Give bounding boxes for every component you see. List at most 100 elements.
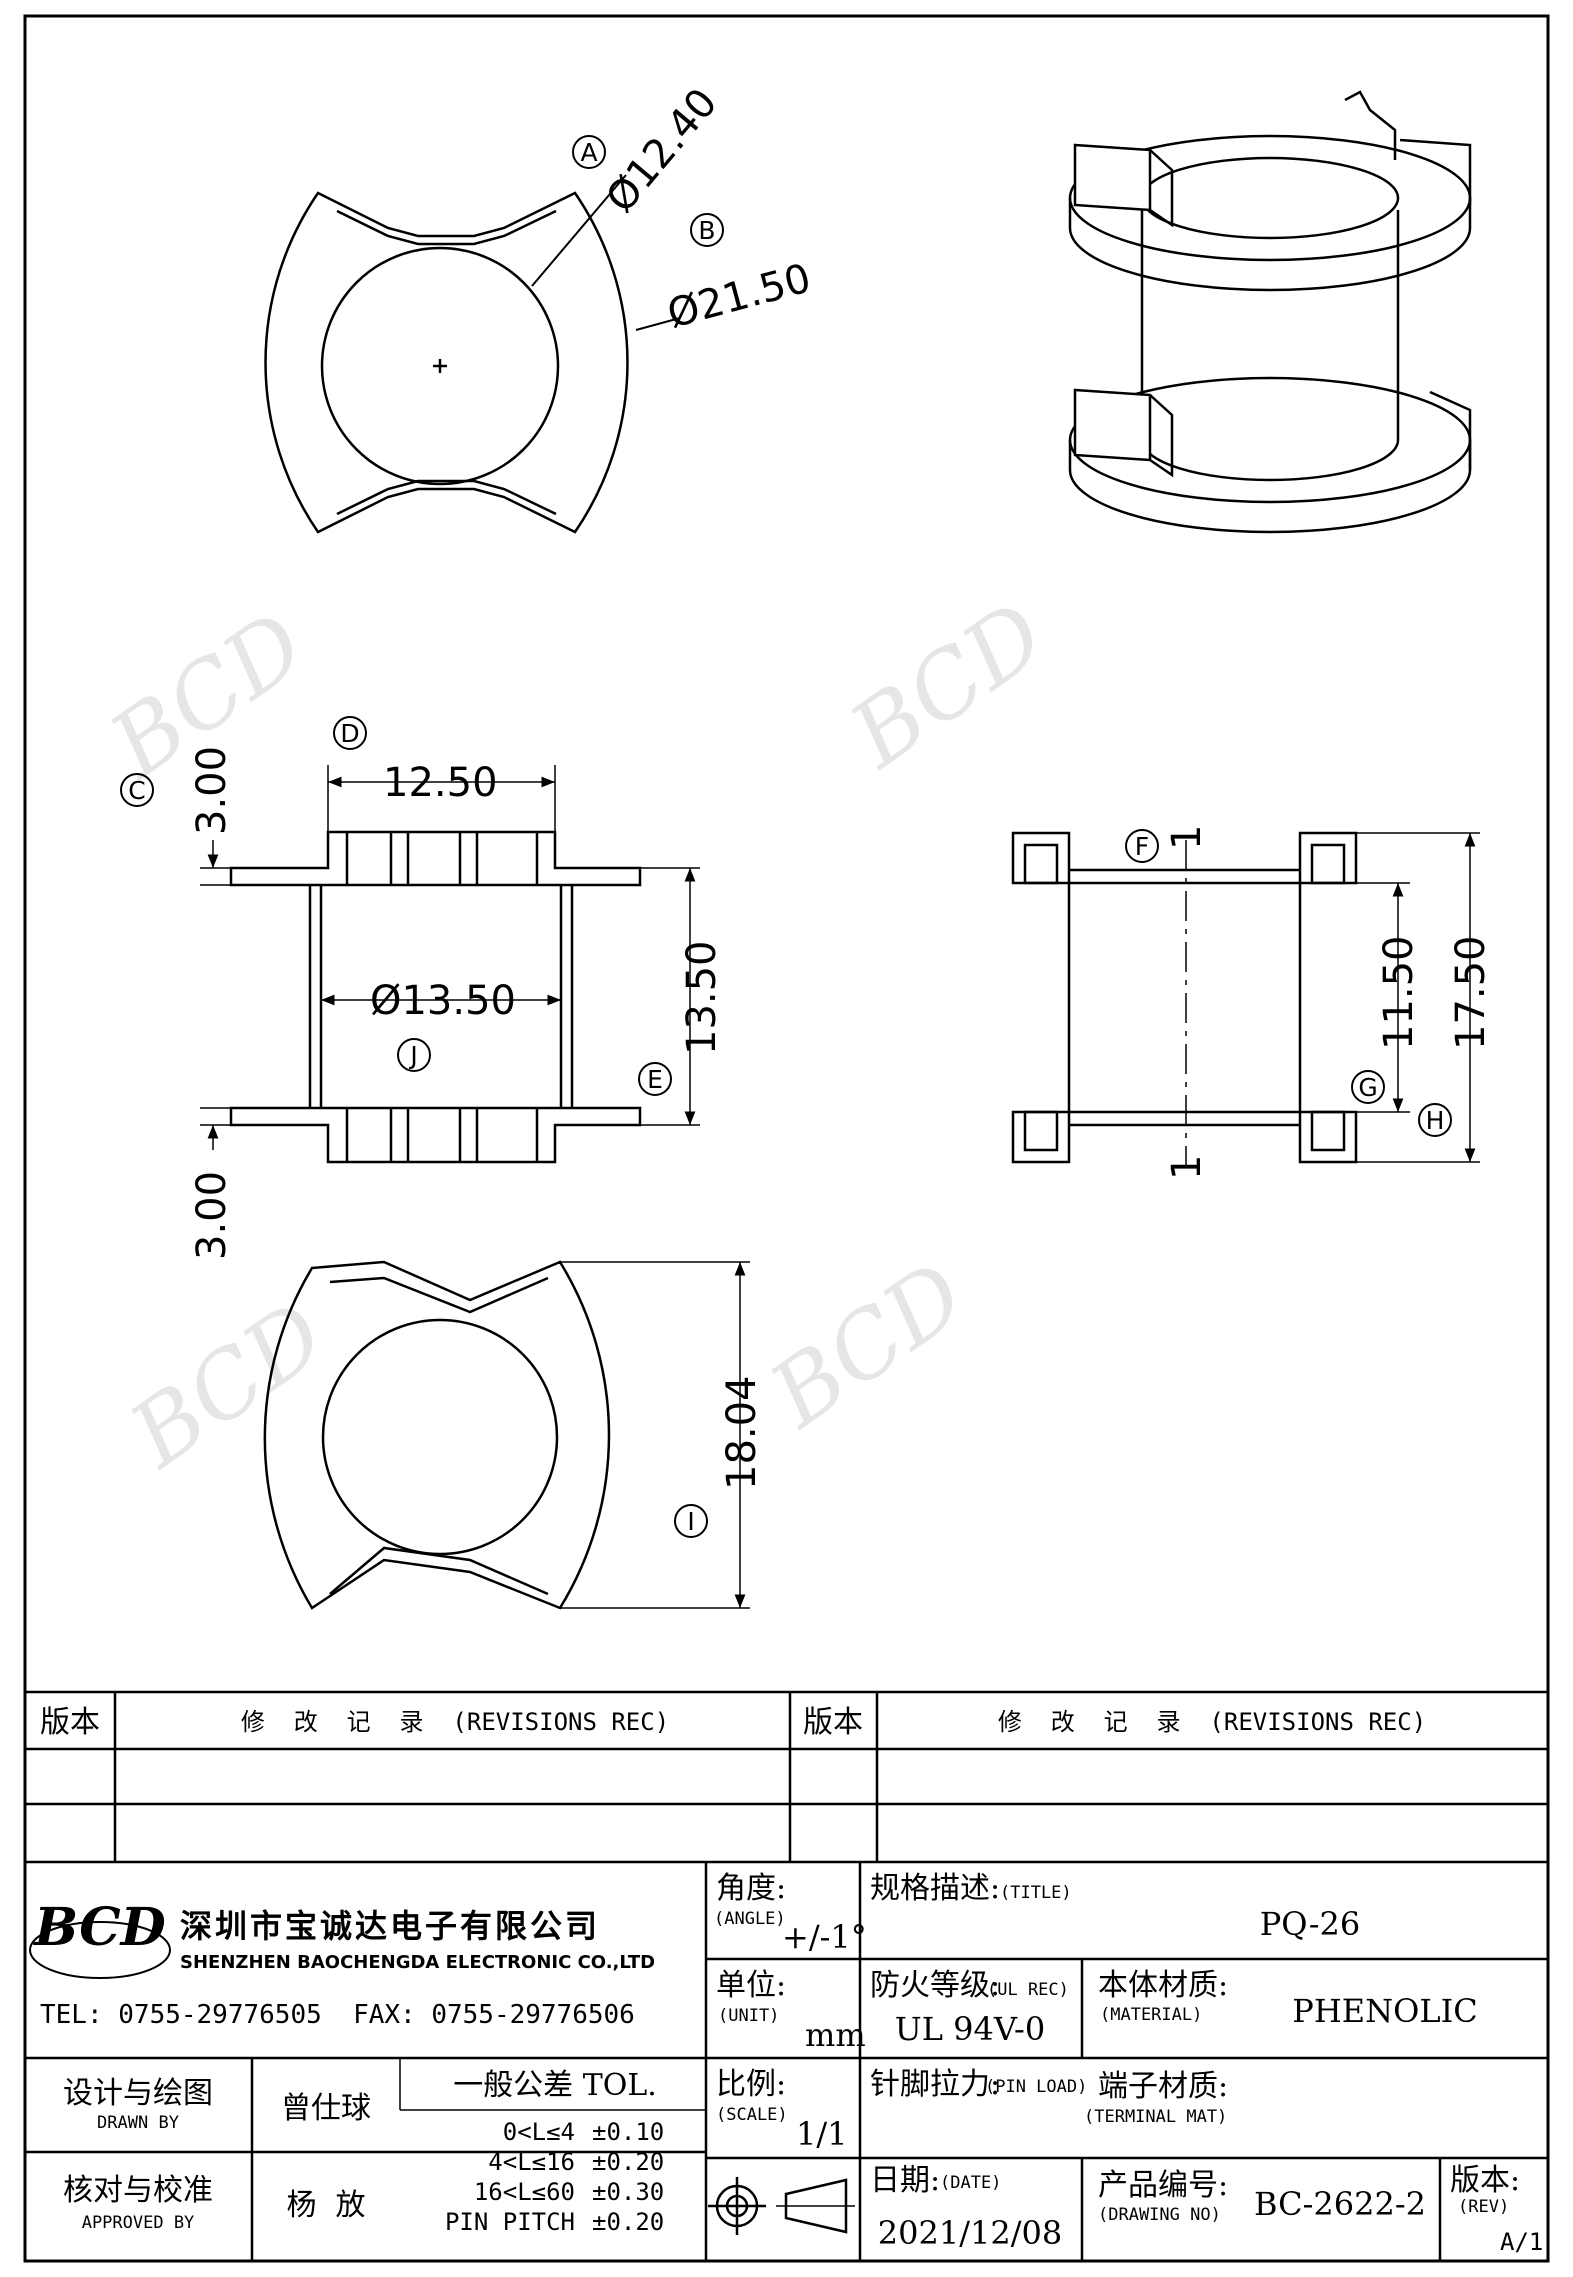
svg-text:F: F — [1135, 832, 1149, 861]
company-logo-text: BCD — [32, 1897, 165, 1958]
tolerance-value: ±0.10 — [592, 2118, 664, 2146]
callout-b: B — [690, 213, 724, 247]
tolerance-value: ±0.30 — [592, 2178, 664, 2206]
front-view-bottom-flange — [229, 1106, 642, 1164]
drawn-label-en: DRAWN BY — [97, 2113, 179, 2133]
callouts: A B C D E F G H I J — [120, 135, 1452, 1538]
watermark: BCD — [751, 1242, 984, 1449]
callout-d: D — [333, 716, 367, 750]
tolerance-value: ±0.20 — [592, 2208, 664, 2236]
company-name-en: SHENZHEN BAOCHENGDA ELECTRONIC CO.,LTD — [180, 1952, 655, 1973]
svg-text:G: G — [1358, 1073, 1377, 1102]
svg-text:E: E — [647, 1065, 663, 1094]
drawing-no-value: BC-2622-2 — [1254, 2185, 1426, 2223]
date-label: 日期: — [870, 2163, 940, 2198]
angle-value: +/-1° — [782, 1918, 867, 1956]
title-label-en: (TITLE) — [1000, 1883, 1072, 1903]
dim-side-inner: 11.50 — [1376, 935, 1422, 1050]
dim-section-top: 1 — [1164, 825, 1210, 850]
ul-value: UL 94V-0 — [895, 2010, 1045, 2048]
pin-load-label: 针脚拉力: — [870, 2067, 1000, 2102]
title-label: 规格描述: — [870, 1871, 1000, 1906]
front-view — [200, 765, 700, 1164]
dim-outer-dia: Ø21.50 — [663, 255, 816, 337]
scale-label-en: (SCALE) — [716, 2105, 788, 2125]
ul-label-en: (UL REC) — [987, 1980, 1069, 2000]
callout-f: F — [1125, 829, 1159, 863]
drawn-label: 设计与绘图 — [63, 2076, 213, 2111]
top-view-outline — [264, 191, 629, 534]
approved-value: 杨 放 — [286, 2188, 365, 2223]
tolerance-range: PIN PITCH — [445, 2208, 575, 2236]
dim-height: 13.50 — [679, 940, 725, 1055]
side-view — [1011, 831, 1480, 1165]
material-label-en: (MATERIAL) — [1100, 2005, 1202, 2025]
unit-label: 单位: — [716, 1968, 786, 2003]
bottom-view-bore — [321, 1318, 559, 1556]
date-value: 2021/12/08 — [878, 2214, 1062, 2252]
svg-text:A: A — [580, 138, 597, 167]
tolerance-value: ±0.20 — [592, 2148, 664, 2176]
callout-j: J — [397, 1038, 431, 1072]
terminal-label: 端子材质: — [1098, 2069, 1228, 2104]
unit-value: mm — [805, 2016, 866, 2054]
svg-text:B: B — [698, 216, 715, 245]
drawing-no-label-en: (DRAWING NO) — [1098, 2205, 1221, 2225]
dim-top-thk: 3.00 — [189, 746, 235, 835]
company-name-cn: 深圳市宝诚达电子有限公司 — [180, 1907, 600, 1945]
material-label: 本体材质: — [1098, 1968, 1228, 2003]
sheet-border — [23, 14, 1550, 2263]
ul-label: 防火等级: — [870, 1968, 1000, 2003]
top-view-bore — [320, 246, 560, 486]
watermark-group: BCD BCD BCD BCD — [91, 582, 1064, 1489]
pin-load-label-en: (PIN LOAD) — [985, 2077, 1087, 2097]
title-block — [25, 1690, 1548, 2261]
dim-bottom-width: 18.04 — [719, 1375, 765, 1490]
callout-c: C — [120, 773, 154, 807]
tolerance-range: 0<L≤4 — [503, 2118, 575, 2146]
svg-text:I: I — [687, 1507, 694, 1536]
watermark: BCD — [111, 1282, 344, 1489]
svg-text:H: H — [1426, 1106, 1445, 1135]
tolerance-title: 一般公差 TOL. — [453, 2068, 657, 2103]
rev-value: A/1 — [1500, 2228, 1543, 2256]
approved-label: 核对与校准 — [63, 2173, 213, 2208]
rev-title-right: 修 改 记 录 (REVISIONS REC) — [998, 1708, 1426, 1736]
dim-side-outer: 17.50 — [1448, 935, 1494, 1050]
watermark: BCD — [831, 582, 1064, 789]
dim-flange-width: 12.50 — [383, 760, 498, 806]
front-view-top-flange — [229, 830, 642, 887]
svg-text:C: C — [128, 776, 145, 805]
material-value: PHENOLIC — [1292, 1992, 1477, 2030]
title-value: PQ-26 — [1260, 1905, 1360, 1943]
callout-e: E — [638, 1062, 672, 1096]
rev-label-en: (REV) — [1458, 2197, 1509, 2217]
bottom-view — [263, 1260, 750, 1610]
unit-label-en: (UNIT) — [718, 2006, 779, 2026]
tolerance-range: 16<L≤60 — [474, 2178, 575, 2206]
svg-text:J: J — [408, 1041, 417, 1070]
dim-section-bottom: 1 — [1164, 1155, 1210, 1180]
dim-inner-dia: Ø12.40 — [597, 80, 726, 221]
rev-header-left: 版本 — [40, 1705, 100, 1740]
angle-label: 角度: — [716, 1871, 786, 1906]
callout-a: A — [572, 135, 606, 169]
callout-h: H — [1418, 1103, 1452, 1137]
tolerance-table: 0<L≤4 ±0.10 4<L≤16 ±0.20 16<L≤60 ±0.30 P… — [445, 2118, 664, 2236]
rev-header-right: 版本 — [803, 1705, 863, 1740]
drawing-no-label: 产品编号: — [1098, 2168, 1228, 2203]
projection-symbol-icon — [708, 2177, 855, 2235]
scale-label: 比例: — [716, 2067, 786, 2102]
company-logo: BCD — [29, 1897, 171, 1979]
dim-bottom-thk: 3.00 — [189, 1171, 235, 1260]
rev-label: 版本: — [1450, 2163, 1520, 2198]
angle-label-en: (ANGLE) — [714, 1909, 786, 1929]
rev-title-left: 修 改 记 录 (REVISIONS REC) — [241, 1708, 669, 1736]
drawn-value: 曾仕球 — [281, 2091, 371, 2126]
dim-core-dia: Ø13.50 — [370, 978, 516, 1024]
scale-value: 1/1 — [796, 2115, 848, 2153]
terminal-label-en: (TERMINAL MAT) — [1084, 2107, 1227, 2127]
svg-text:D: D — [340, 719, 359, 748]
top-view — [264, 174, 681, 534]
